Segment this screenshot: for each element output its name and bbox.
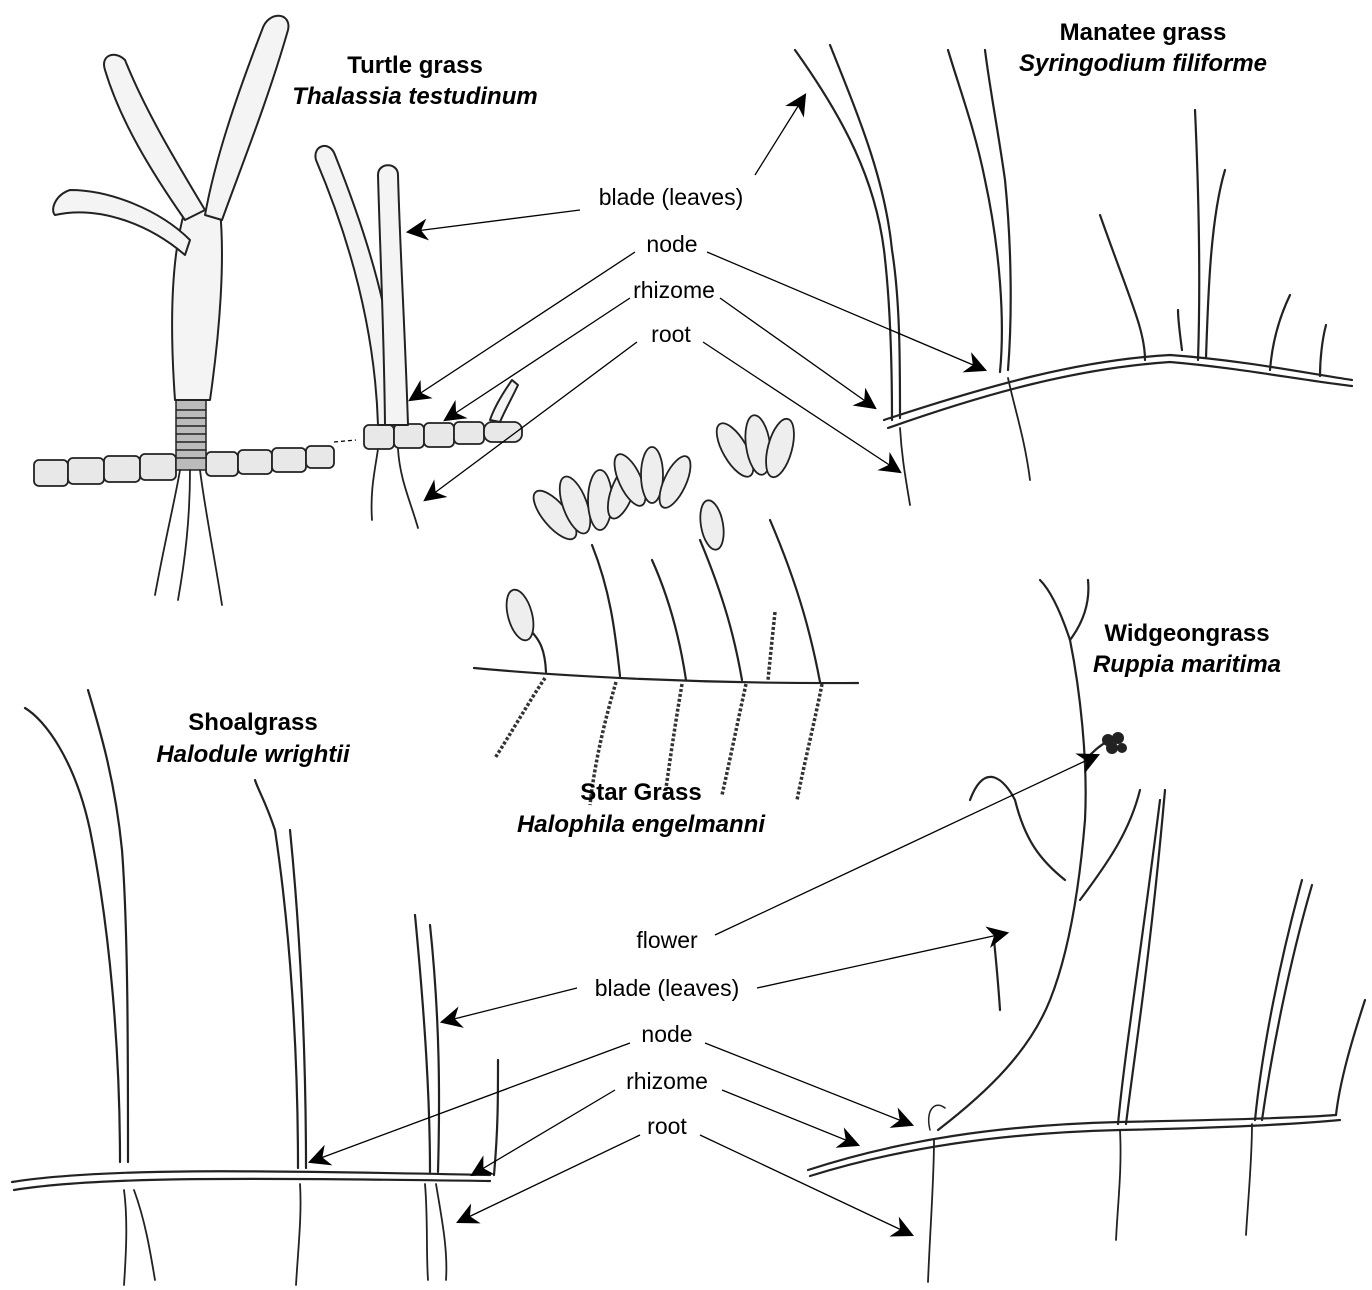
label-flower: flower — [636, 927, 698, 953]
shoalgrass-scientific-name: Halodule wrightii — [156, 741, 351, 768]
turtle-grass-common-name: Turtle grass — [347, 52, 483, 79]
widgeongrass-illustration — [808, 580, 1365, 1282]
bottom-part-labels: flower blade (leaves) node rhizome root — [595, 927, 739, 1139]
top-part-labels: blade (leaves) node rhizome root — [599, 184, 743, 347]
label-node-bottom: node — [641, 1021, 692, 1047]
shoalgrass-title: Shoalgrass Halodule wrightii — [156, 709, 351, 768]
node-arrow-shoal — [310, 1043, 630, 1162]
blade-arrow-turtle — [408, 210, 580, 232]
turtle-grass-left-shoot — [53, 16, 288, 400]
node-arrow-manatee — [707, 252, 985, 370]
node-arrow-widgeon — [705, 1043, 912, 1125]
label-root-bottom: root — [647, 1113, 687, 1139]
shoalgrass-common-name: Shoalgrass — [188, 709, 317, 736]
flower-arrow — [715, 755, 1098, 935]
star-grass-illustration — [474, 414, 858, 805]
star-grass-common-name: Star Grass — [580, 779, 701, 806]
label-rhizome-bottom: rhizome — [626, 1068, 708, 1094]
rhizome-arrow-manatee — [720, 298, 875, 408]
label-root-top: root — [651, 321, 691, 347]
turtle-grass-title: Turtle grass Thalassia testudinum — [292, 52, 537, 110]
blade-arrow-widgeon — [757, 933, 1007, 988]
manatee-grass-common-name: Manatee grass — [1060, 19, 1227, 46]
label-blade-bottom: blade (leaves) — [595, 975, 739, 1001]
label-rhizome-top: rhizome — [633, 277, 715, 303]
shoalgrass-illustration — [12, 690, 498, 1285]
turtle-grass-scientific-name: Thalassia testudinum — [292, 83, 537, 110]
rhizome-arrow-widgeon — [722, 1090, 858, 1145]
blade-arrow-manatee — [755, 95, 805, 175]
turtle-grass-node — [176, 400, 206, 470]
manatee-grass-illustration — [795, 45, 1352, 505]
label-node-top: node — [646, 231, 697, 257]
rhizome-arrow-shoal — [472, 1090, 615, 1175]
manatee-grass-title: Manatee grass Syringodium filiforme — [1019, 19, 1267, 77]
widgeongrass-flower — [1102, 732, 1127, 754]
label-blade-top: blade (leaves) — [599, 184, 743, 210]
widgeongrass-common-name: Widgeongrass — [1104, 620, 1269, 647]
star-grass-title: Star Grass Halophila engelmanni — [517, 779, 766, 838]
node-arrow-turtle — [410, 252, 635, 400]
turtle-grass-rhizome — [34, 422, 522, 486]
widgeongrass-title: Widgeongrass Ruppia maritima — [1093, 620, 1281, 678]
root-arrow-shoal — [458, 1135, 640, 1222]
star-grass-scientific-name: Halophila engelmanni — [517, 811, 766, 838]
manatee-grass-scientific-name: Syringodium filiforme — [1019, 50, 1267, 77]
turtle-grass-right-shoot — [315, 146, 518, 425]
star-grass-leaves — [502, 414, 800, 644]
blade-arrow-shoal — [442, 988, 577, 1022]
widgeongrass-scientific-name: Ruppia maritima — [1093, 651, 1281, 678]
